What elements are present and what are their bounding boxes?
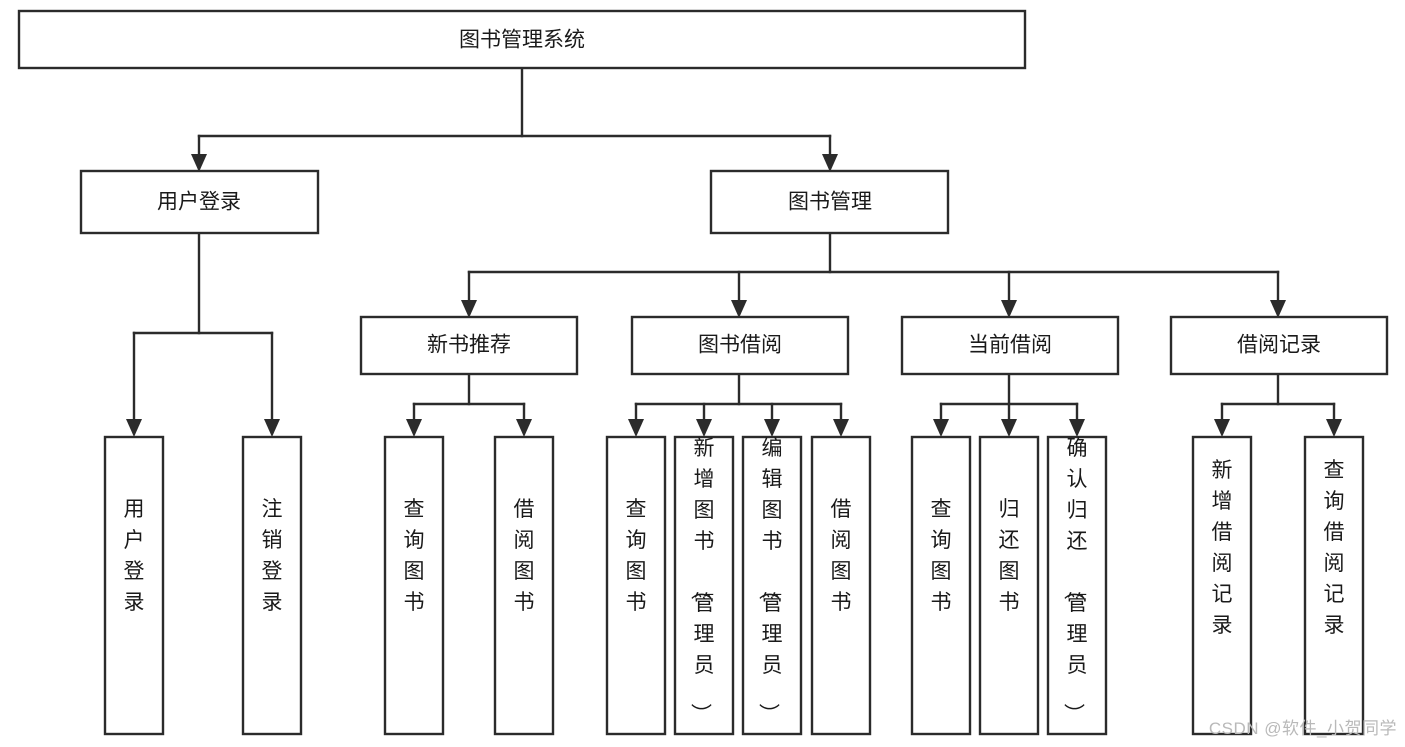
arrow-icon-leaf12: [1214, 419, 1230, 437]
arrow-icon-newbook: [461, 300, 477, 318]
node-login-box[interactable]: [79, 169, 320, 235]
node-current[interactable]: 当前借阅: [900, 315, 1120, 376]
node-leaf1[interactable]: 用户登录: [103, 435, 165, 736]
node-borrow-label: 图书借阅: [698, 334, 782, 357]
node-current-label: 当前借阅: [968, 334, 1052, 357]
node-login[interactable]: 用户登录: [79, 169, 320, 235]
node-leaf12[interactable]: 新增借阅记录: [1191, 435, 1253, 736]
node-leaf1-box[interactable]: [103, 435, 165, 736]
node-leaf5-label: 查询图书: [626, 498, 647, 614]
arrow-icon-leaf9: [933, 419, 949, 437]
node-leaf10-label: 归还图书: [999, 498, 1020, 614]
arrow-icon-leaf8: [833, 419, 849, 437]
node-newbook-label: 新书推荐: [427, 334, 511, 357]
node-leaf7[interactable]: 编辑图书（管理员）: [741, 435, 803, 736]
arrow-icon-leaf6: [696, 419, 712, 437]
node-leaf4-label: 借阅图书: [514, 498, 535, 614]
node-current-box[interactable]: [900, 315, 1120, 376]
node-newbook-box[interactable]: [359, 315, 579, 376]
node-leaf3-label: 查询图书: [404, 498, 425, 614]
node-leaf9-label: 查询图书: [931, 498, 952, 614]
node-leaf10[interactable]: 归还图书: [978, 435, 1040, 736]
node-leaf3[interactable]: 查询图书: [383, 435, 445, 736]
arrow-icon-leaf4: [516, 419, 532, 437]
arrow-icon-bookmgmt: [822, 154, 838, 172]
node-leaf11[interactable]: 确认归还（管理员）: [1046, 435, 1108, 736]
node-leaf9-box[interactable]: [910, 435, 972, 736]
node-borrow[interactable]: 图书借阅: [630, 315, 850, 376]
arrow-icon-record: [1270, 300, 1286, 318]
node-leaf1-label: 用户登录: [124, 498, 145, 614]
node-record-box[interactable]: [1169, 315, 1389, 376]
node-leaf13-box[interactable]: [1303, 435, 1365, 736]
node-leaf5[interactable]: 查询图书: [605, 435, 667, 736]
node-leaf4-box[interactable]: [493, 435, 555, 736]
node-root-box[interactable]: [17, 9, 1027, 70]
node-leaf2[interactable]: 注销登录: [241, 435, 303, 736]
arrow-icon-leaf5: [628, 419, 644, 437]
node-leaf2-label: 注销登录: [262, 498, 283, 614]
node-record-label: 借阅记录: [1237, 334, 1321, 357]
connector-layer: [126, 66, 1342, 437]
node-leaf7-box[interactable]: [741, 435, 803, 736]
arrow-icon-leaf1: [126, 419, 142, 437]
node-leaf10-box[interactable]: [978, 435, 1040, 736]
node-bookmgmt[interactable]: 图书管理: [709, 169, 950, 235]
node-root-label: 图书管理系统: [459, 29, 585, 52]
arrow-icon-leaf10: [1001, 419, 1017, 437]
node-bookmgmt-box[interactable]: [709, 169, 950, 235]
node-leaf3-box[interactable]: [383, 435, 445, 736]
arrow-icon-login: [191, 154, 207, 172]
node-record[interactable]: 借阅记录: [1169, 315, 1389, 376]
node-leaf12-box[interactable]: [1191, 435, 1253, 736]
node-borrow-box[interactable]: [630, 315, 850, 376]
node-leaf8-label: 借阅图书: [831, 498, 852, 614]
node-leaf6-label: 新增图书（管理员）: [689, 437, 715, 724]
node-leaf11-box[interactable]: [1046, 435, 1108, 736]
node-bookmgmt-label: 图书管理: [788, 191, 872, 214]
node-leaf6-box[interactable]: [673, 435, 735, 736]
node-leaf9[interactable]: 查询图书: [910, 435, 972, 736]
node-leaf12-label: 新增借阅记录: [1212, 459, 1233, 637]
node-leaf6[interactable]: 新增图书（管理员）: [673, 435, 735, 736]
node-leaf11-label: 确认归还（管理员）: [1062, 437, 1088, 724]
node-login-label: 用户登录: [157, 191, 241, 214]
node-leaf13-label: 查询借阅记录: [1324, 459, 1345, 637]
arrow-icon-borrow: [731, 300, 747, 318]
node-leaf8[interactable]: 借阅图书: [810, 435, 872, 736]
arrow-icon-current: [1001, 300, 1017, 318]
arrow-icon-leaf13: [1326, 419, 1342, 437]
node-root[interactable]: 图书管理系统: [17, 9, 1027, 70]
arrow-icon-leaf11: [1069, 419, 1085, 437]
node-leaf13[interactable]: 查询借阅记录: [1303, 435, 1365, 736]
arrow-icon-leaf7: [764, 419, 780, 437]
node-newbook[interactable]: 新书推荐: [359, 315, 579, 376]
node-leaf4[interactable]: 借阅图书: [493, 435, 555, 736]
node-leaf8-box[interactable]: [810, 435, 872, 736]
node-leaf7-label: 编辑图书（管理员）: [757, 437, 783, 724]
node-leaf2-box[interactable]: [241, 435, 303, 736]
arrow-icon-leaf3: [406, 419, 422, 437]
arrow-icon-leaf2: [264, 419, 280, 437]
node-leaf5-box[interactable]: [605, 435, 667, 736]
